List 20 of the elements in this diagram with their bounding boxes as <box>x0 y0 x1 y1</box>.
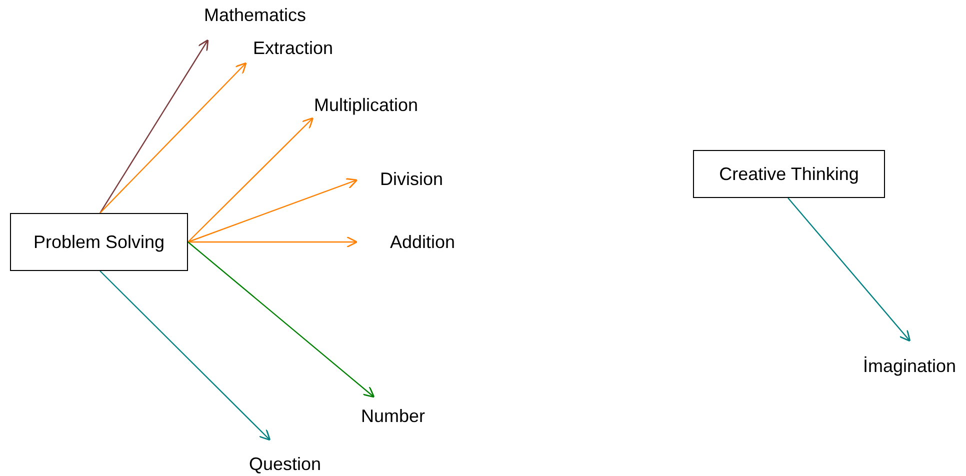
node-label: Addition <box>390 232 455 252</box>
node-label: Creative Thinking <box>719 164 859 184</box>
arrow <box>788 198 911 342</box>
node-label: Multiplication <box>314 95 418 115</box>
node-label: Mathematics <box>204 5 306 25</box>
node-label: Number <box>360 406 426 426</box>
arrow <box>188 117 314 242</box>
concept-box <box>693 150 885 198</box>
node-label: Extraction <box>252 38 334 58</box>
arrow <box>188 178 358 243</box>
concept-box <box>10 213 188 271</box>
arrow <box>100 270 271 441</box>
node-label: İmagination <box>862 356 956 376</box>
arrow <box>100 62 247 214</box>
node-label: Division <box>380 169 443 189</box>
arrow <box>188 242 375 398</box>
node-label: Problem Solving <box>33 232 165 252</box>
arrow <box>100 39 209 214</box>
arrow <box>188 236 358 248</box>
node-label: Question <box>248 454 322 474</box>
